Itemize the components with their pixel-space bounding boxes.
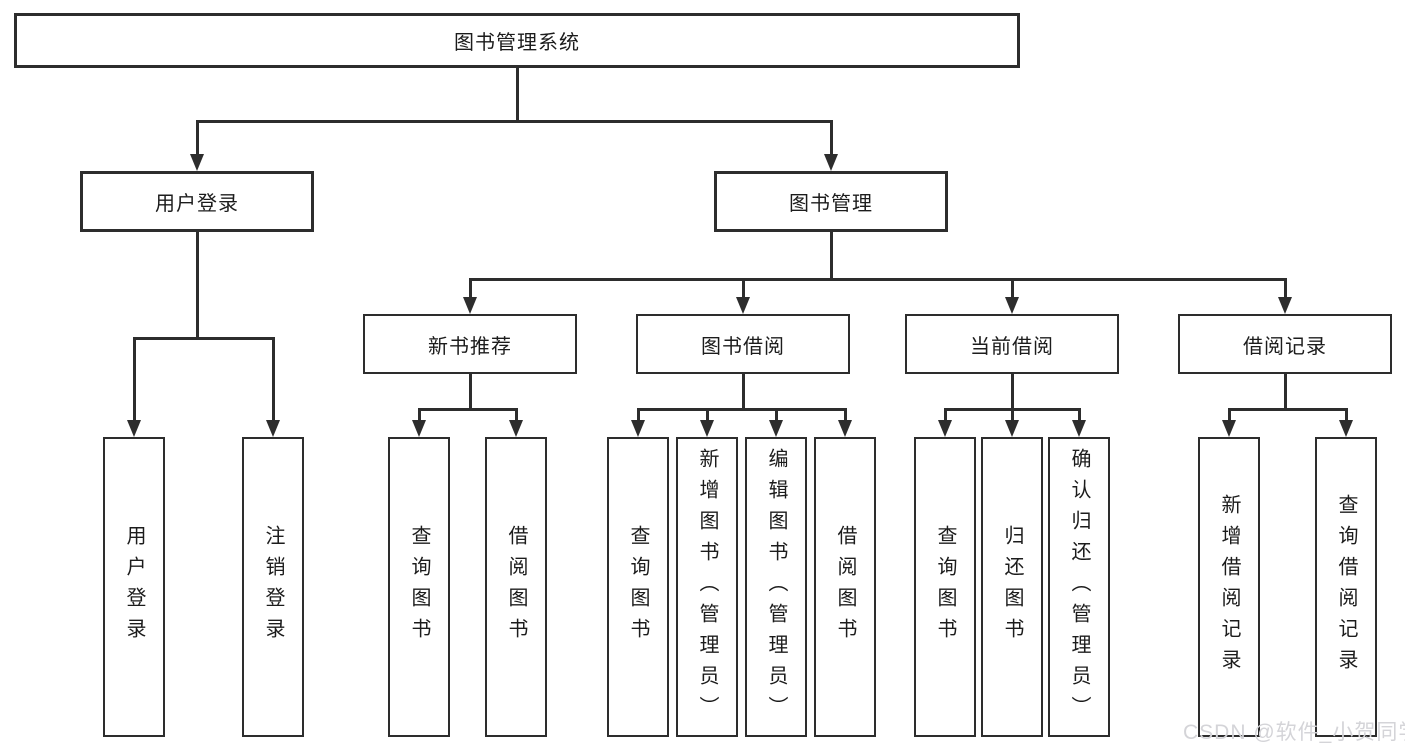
leaf-add-books-admin: 新增图书（管理员） — [676, 437, 738, 737]
connector-arrow-leaf — [706, 408, 709, 422]
connector-book-management-bar — [469, 278, 1287, 281]
connector-arrow-leaf — [515, 408, 518, 422]
arrowhead-current-borrowing — [1005, 297, 1019, 314]
connector-arrow-leaf — [1345, 408, 1348, 422]
connector-arrow-user-login — [196, 120, 199, 156]
connector-arrow-book-management — [830, 120, 833, 156]
node-label: 用户登录 — [155, 193, 239, 215]
node-label: 归还图书 — [1001, 525, 1023, 649]
connector-arrow-book-borrowing — [742, 278, 745, 299]
arrowhead-leaf-logout — [266, 420, 280, 437]
leaf-borrow-books-borrowing: 借阅图书 — [814, 437, 876, 737]
node-user-login: 用户登录 — [80, 171, 314, 232]
arrowhead-new-book — [463, 297, 477, 314]
node-label: 借阅图书 — [505, 525, 527, 649]
arrowhead-leaf — [838, 420, 852, 437]
connector-arrow-leaf — [418, 408, 421, 422]
leaf-query-books-borrowing: 查询图书 — [607, 437, 669, 737]
connector-arrow-leaf-logout — [272, 337, 275, 422]
node-label: 查询图书 — [408, 525, 430, 649]
arrowhead-leaf — [769, 420, 783, 437]
node-new-book-recommendation: 新书推荐 — [363, 314, 577, 374]
node-label: 编辑图书（管理员） — [765, 447, 787, 727]
arrowhead-leaf — [1222, 420, 1236, 437]
connector-new-book-bar — [418, 408, 518, 411]
leaf-confirm-return-admin: 确认归还（管理员） — [1048, 437, 1110, 737]
arrowhead-borrowing-records — [1278, 297, 1292, 314]
connector-book-management-stem — [830, 232, 833, 278]
leaf-add-borrow-record: 新增借阅记录 — [1198, 437, 1260, 737]
leaf-edit-books-admin: 编辑图书（管理员） — [745, 437, 807, 737]
leaf-query-borrow-record: 查询借阅记录 — [1315, 437, 1377, 737]
node-label: 查询借阅记录 — [1335, 494, 1357, 680]
node-label: 查询图书 — [934, 525, 956, 649]
connector-new-book-stem — [469, 373, 472, 408]
connector-current-borrowing-stem — [1011, 373, 1014, 408]
connector-user-login-bar — [133, 337, 275, 340]
node-label: 新书推荐 — [428, 335, 512, 358]
node-label: 借阅记录 — [1243, 335, 1327, 358]
leaf-logout: 注销登录 — [242, 437, 304, 737]
leaf-query-books-current: 查询图书 — [914, 437, 976, 737]
node-book-management: 图书管理 — [714, 171, 948, 232]
node-label: 注销登录 — [262, 525, 284, 649]
connector-arrow-current-borrowing — [1011, 278, 1014, 299]
node-current-borrowing: 当前借阅 — [905, 314, 1119, 374]
arrowhead-leaf — [631, 420, 645, 437]
node-label: 用户登录 — [123, 525, 145, 649]
connector-arrow-leaf — [1228, 408, 1231, 422]
connector-book-borrowing-stem — [742, 373, 745, 408]
node-label: 查询图书 — [627, 525, 649, 649]
node-label: 借阅图书 — [834, 525, 856, 649]
connector-borrowing-records-stem — [1284, 373, 1287, 408]
node-label: 新增图书（管理员） — [696, 447, 718, 727]
arrowhead-leaf — [412, 420, 426, 437]
leaf-return-books: 归还图书 — [981, 437, 1043, 737]
arrowhead-leaf — [700, 420, 714, 437]
node-label: 确认归还（管理员） — [1068, 447, 1090, 727]
arrowhead-leaf — [509, 420, 523, 437]
node-label: 图书管理 — [789, 193, 873, 215]
node-book-borrowing: 图书借阅 — [636, 314, 850, 374]
connector-root-stem — [516, 67, 519, 120]
arrowhead-book-management — [824, 154, 838, 171]
arrowhead-book-borrowing — [736, 297, 750, 314]
node-library-management-system: 图书管理系统 — [14, 13, 1020, 68]
leaf-user-login: 用户登录 — [103, 437, 165, 737]
connector-root-bar — [196, 120, 833, 123]
arrowhead-leaf — [1339, 420, 1353, 437]
connector-book-borrowing-bar — [637, 408, 847, 411]
node-label: 图书管理系统 — [454, 32, 580, 54]
connector-arrow-leaf — [844, 408, 847, 422]
node-label: 图书借阅 — [701, 335, 785, 358]
connector-arrow-borrowing-records — [1284, 278, 1287, 299]
connector-arrow-leaf — [637, 408, 640, 422]
connector-arrow-leaf — [944, 408, 947, 422]
arrowhead-leaf-user-login — [127, 420, 141, 437]
node-label: 新增借阅记录 — [1218, 494, 1240, 680]
node-borrowing-records: 借阅记录 — [1178, 314, 1392, 374]
connector-user-login-stem — [196, 232, 199, 337]
connector-arrow-leaf — [775, 408, 778, 422]
leaf-query-books-recommendation: 查询图书 — [388, 437, 450, 737]
arrowhead-leaf — [1072, 420, 1086, 437]
connector-arrow-leaf-user-login — [133, 337, 136, 422]
arrowhead-user-login — [190, 154, 204, 171]
csdn-watermark: CSDN @软件_小贺同学 — [1183, 721, 1405, 744]
leaf-borrow-books-recommendation: 借阅图书 — [485, 437, 547, 737]
node-label: 当前借阅 — [970, 335, 1054, 358]
connector-borrowing-records-bar — [1228, 408, 1348, 411]
connector-arrow-leaf — [1078, 408, 1081, 422]
arrowhead-leaf — [938, 420, 952, 437]
arrowhead-leaf — [1005, 420, 1019, 437]
connector-arrow-leaf — [1011, 408, 1014, 422]
connector-arrow-new-book — [469, 278, 472, 299]
